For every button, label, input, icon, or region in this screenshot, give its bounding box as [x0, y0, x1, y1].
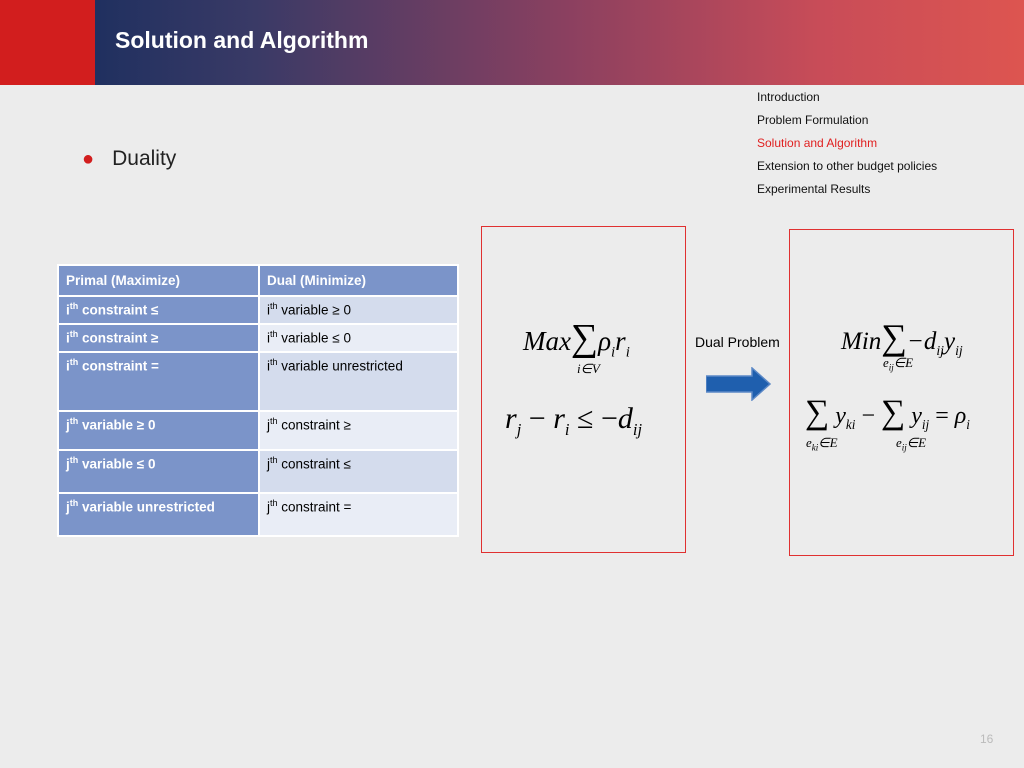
table-cell-primal: jth variable ≥ 0: [57, 410, 260, 451]
dual-objective-sum-index: eij∈E: [883, 355, 914, 373]
table-cell-primal: jth variable ≤ 0: [57, 449, 260, 494]
dual-constraint-index-1: eki∈E: [806, 435, 838, 453]
table-cell-dual: jth constraint =: [258, 492, 459, 537]
table-cell-primal: ith constraint ≤: [57, 295, 260, 325]
dual-objective: Min∑−dijyij: [841, 317, 963, 358]
dual-problem-label: Dual Problem: [695, 334, 780, 350]
table-cell-dual: ith variable ≤ 0: [258, 323, 459, 353]
table-cell-primal: jth variable unrestricted: [57, 492, 260, 537]
dual-problem-box: [789, 229, 1014, 556]
slide-title: Solution and Algorithm: [115, 27, 369, 53]
table-header-row: Primal (Maximize) Dual (Minimize): [57, 264, 459, 297]
table-cell-dual: jth constraint ≤: [258, 449, 459, 494]
table-cell-primal: ith constraint ≥: [57, 323, 260, 353]
table-cell-dual: ith variable ≥ 0: [258, 295, 459, 325]
nav-item-experimental-results[interactable]: Experimental Results: [757, 182, 871, 196]
table-header-primal: Primal (Maximize): [57, 264, 260, 297]
nav-item-problem-formulation[interactable]: Problem Formulation: [757, 113, 869, 127]
table-row: jth variable ≤ 0 jth constraint ≤: [57, 449, 459, 494]
primal-sum-index: i∈V: [577, 361, 600, 376]
header-red-block: [0, 0, 95, 85]
nav-item-solution-and-algorithm[interactable]: Solution and Algorithm: [757, 136, 878, 150]
table-row: ith constraint = ith variable unrestrict…: [57, 351, 459, 412]
bullet-duality: ● Duality: [82, 147, 176, 171]
page-number: 16: [980, 732, 994, 746]
table-row: jth variable unrestricted jth constraint…: [57, 492, 459, 537]
primal-objective: Max∑ρiri: [523, 317, 630, 361]
duality-table: Primal (Maximize) Dual (Minimize) ith co…: [57, 264, 459, 537]
right-arrow-icon: [706, 367, 772, 401]
table-header-dual: Dual (Minimize): [258, 264, 459, 297]
table-cell-primal: ith constraint =: [57, 351, 260, 412]
dual-constraint-index-2: eij∈E: [896, 435, 927, 453]
bullet-dot-icon: ●: [82, 148, 95, 170]
table-cell-dual: jth constraint ≥: [258, 410, 459, 451]
table-cell-dual: ith variable unrestricted: [258, 351, 459, 412]
table-row: ith constraint ≥ ith variable ≤ 0: [57, 323, 459, 353]
table-row: ith constraint ≤ ith variable ≥ 0: [57, 295, 459, 325]
slide-header: Solution and Algorithm: [0, 0, 1024, 85]
section-nav: Introduction Problem Formulation Solutio…: [757, 89, 937, 204]
dual-constraint: ∑ yki − ∑ yij = ρi: [805, 394, 970, 432]
nav-item-extension[interactable]: Extension to other budget policies: [757, 159, 938, 173]
bullet-text: Duality: [112, 147, 177, 170]
table-row: jth variable ≥ 0 jth constraint ≥: [57, 410, 459, 451]
primal-problem-box: [481, 226, 686, 553]
primal-constraint: rj − ri ≤ −dij: [505, 402, 643, 439]
nav-item-introduction[interactable]: Introduction: [757, 90, 820, 104]
